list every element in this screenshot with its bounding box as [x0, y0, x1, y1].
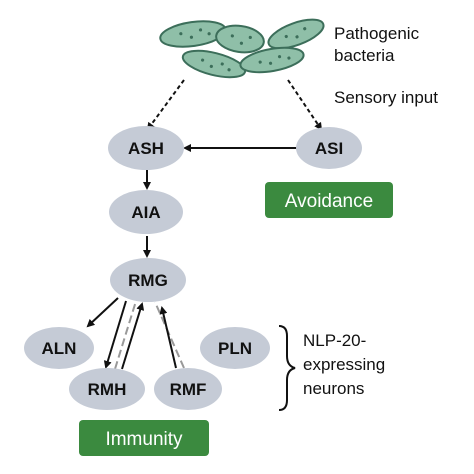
node-rmh: RMH — [69, 368, 145, 410]
sensory-arrow-to-asi — [287, 79, 323, 131]
node-rmg: RMG — [110, 258, 186, 302]
sensory-arrow-to-ash — [146, 79, 185, 131]
arrow-rmg-to-rmh — [103, 300, 127, 369]
node-ash-label: ASH — [128, 139, 164, 158]
node-pln-label: PLN — [218, 339, 252, 358]
immunity-label: Immunity — [105, 429, 183, 450]
avoidance-label: Avoidance — [285, 191, 373, 212]
node-asi-label: ASI — [315, 139, 343, 158]
node-ash: ASH — [108, 126, 184, 170]
pathogenic-label: Pathogenic — [334, 24, 420, 43]
arrow-rmf-to-rmg — [159, 306, 177, 369]
arrow-rmg-to-aln — [86, 297, 119, 328]
avoidance-box: Avoidance — [265, 182, 393, 218]
node-rmg-label: RMG — [128, 271, 168, 290]
sensory-input-label: Sensory input — [334, 88, 438, 107]
node-rmh-label: RMH — [88, 380, 127, 399]
dashed-arrow-rmf-to-rmg — [154, 301, 185, 369]
bacterium-2 — [215, 24, 265, 54]
nlp20-label-line1: NLP-20- — [303, 331, 366, 350]
nlp20-label-line3: neurons — [303, 379, 364, 398]
bacterium-3 — [267, 18, 325, 50]
bacterium-5 — [239, 46, 305, 74]
node-rmf: RMF — [154, 368, 222, 410]
node-rmf-label: RMF — [170, 380, 207, 399]
bacterium-4 — [181, 49, 247, 79]
node-aia: AIA — [109, 190, 183, 234]
node-aln-label: ALN — [42, 339, 77, 358]
bacteria-label: bacteria — [334, 46, 395, 65]
curly-bracket-icon — [278, 325, 296, 411]
immunity-box: Immunity — [79, 420, 209, 456]
nlp20-label-line2: expressing — [303, 355, 385, 374]
node-asi: ASI — [296, 127, 362, 169]
arrow-rmh-to-rmg — [121, 302, 145, 370]
bacteria-icon — [159, 18, 325, 79]
node-pln: PLN — [200, 327, 270, 369]
node-aia-label: AIA — [131, 203, 160, 222]
node-aln: ALN — [24, 327, 94, 369]
